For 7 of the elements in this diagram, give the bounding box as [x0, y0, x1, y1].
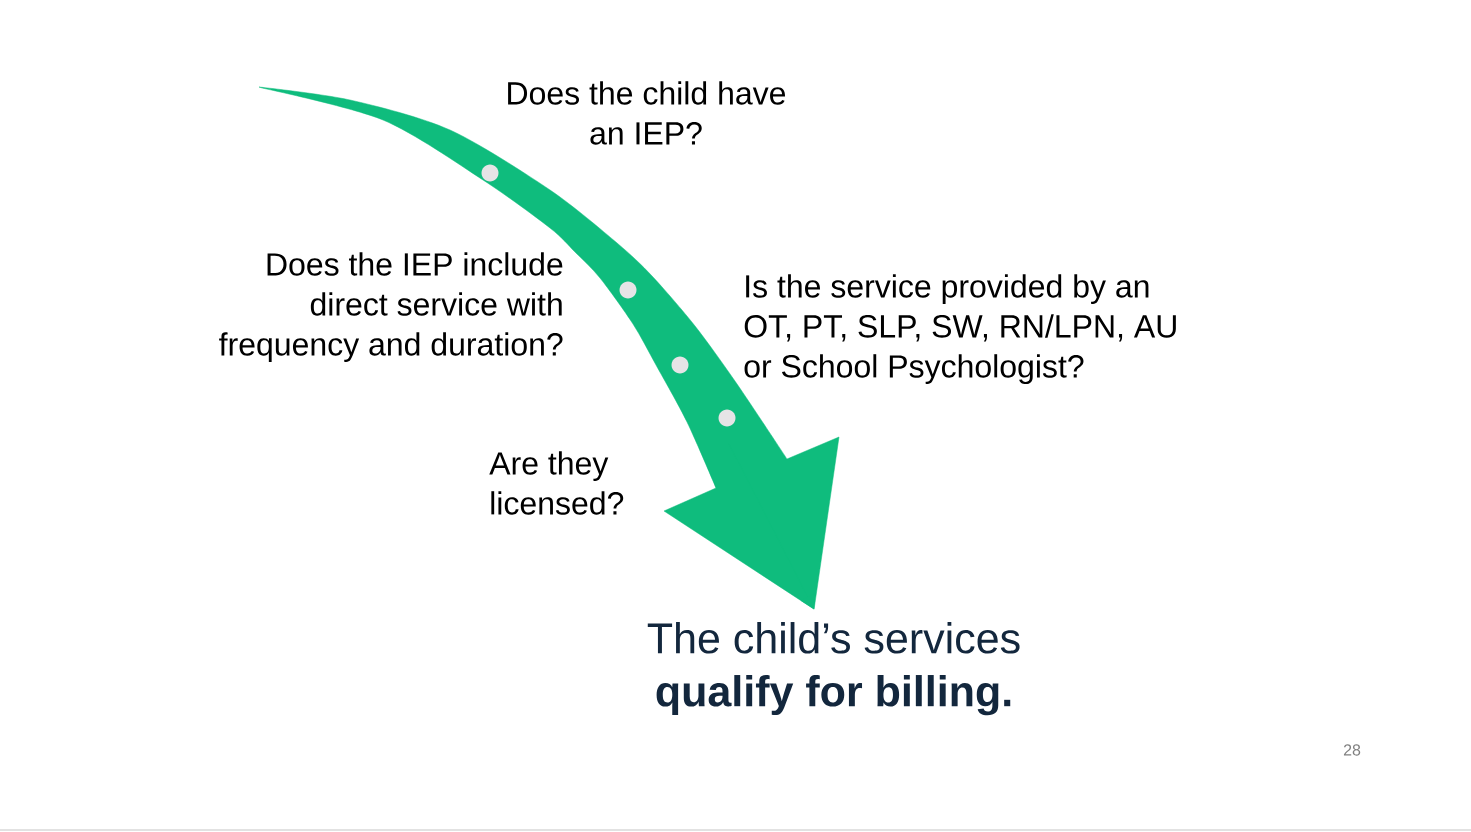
page-number: 28: [1343, 744, 1361, 756]
question-text: Does the IEP include direct service with frequency and duration?: [219, 252, 563, 362]
conclusion-text: The child’s services qualify for billing.: [647, 622, 1020, 716]
curved-arrow: [258, 86, 840, 610]
question-text: Is the service provided by an OT, PT, SLP, SW, RN/LPN, AU or School Psychologist?: [744, 274, 1176, 384]
question-text: Are they licensed?: [489, 451, 624, 515]
question-text: Does the child have an IEP?: [508, 81, 786, 145]
